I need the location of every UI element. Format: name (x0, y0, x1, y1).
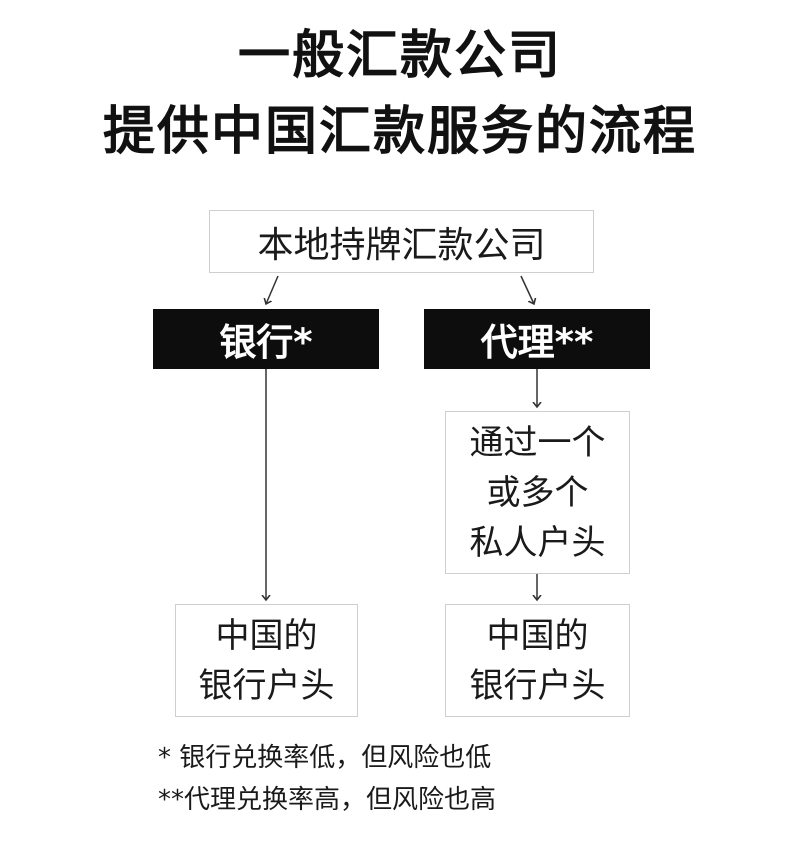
agent-footnote: **代理兑换率高，但风险也高 (158, 785, 497, 815)
agent-destination-line-1: 中国的 (486, 615, 589, 656)
agent-node: 代理** (424, 309, 650, 369)
bank-destination-line-2: 银行户头 (198, 665, 335, 706)
bank-footnote: * 银行兑换率低，但风险也低 (158, 743, 492, 773)
source-node-label: 本地持牌汇款公司 (257, 224, 546, 266)
private-accounts-line-2: 或多个 (486, 472, 589, 513)
private-accounts-node: 通过一个 或多个 私人户头 (445, 411, 630, 574)
bank-destination-line-1: 中国的 (215, 615, 318, 656)
arrow-source-to-bank (266, 275, 279, 304)
agent-node-label: 代理** (480, 321, 594, 364)
arrow-source-to-agent (520, 275, 534, 304)
diagram-title-line-2: 提供中国汇款服务的流程 (102, 102, 697, 162)
bank-node: 银行* (153, 309, 379, 369)
bank-node-label: 银行* (219, 321, 313, 364)
source-node: 本地持牌汇款公司 (209, 210, 594, 273)
private-accounts-line-1: 通过一个 (469, 422, 606, 463)
private-accounts-line-3: 私人户头 (469, 522, 606, 563)
agent-destination-line-2: 银行户头 (469, 665, 606, 706)
agent-destination-node: 中国的 银行户头 (445, 604, 630, 717)
diagram-title-line-1: 一般汇款公司 (237, 26, 562, 86)
bank-destination-node: 中国的 银行户头 (175, 604, 358, 717)
